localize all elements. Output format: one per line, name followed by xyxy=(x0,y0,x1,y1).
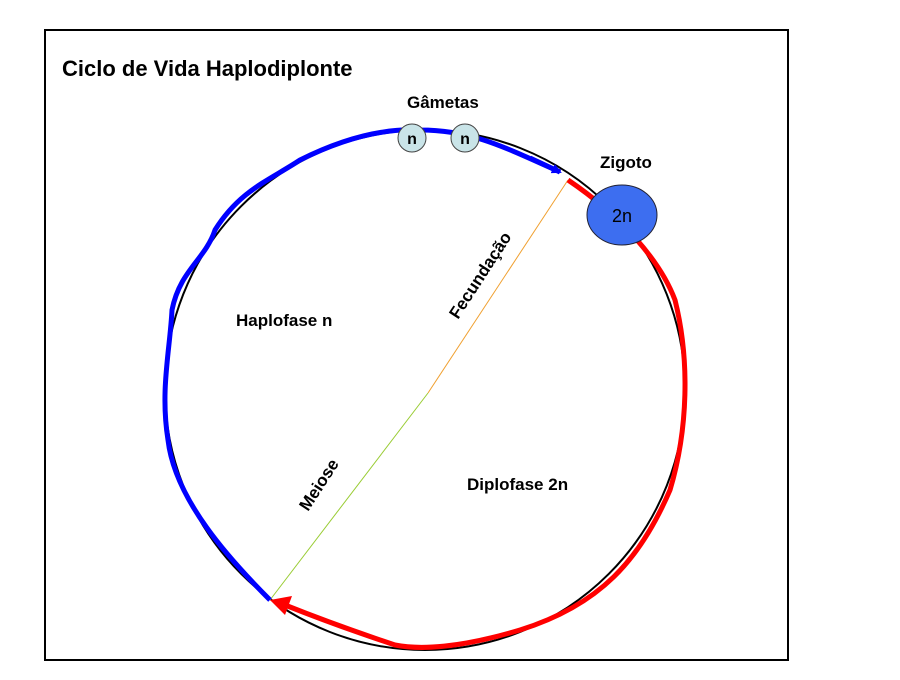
haplophase-label: Haplofase n xyxy=(236,311,332,330)
gamete-1-label: n xyxy=(407,131,417,148)
diplophase-label: Diplofase 2n xyxy=(467,475,568,494)
haplophase-arc xyxy=(162,127,562,602)
gamete-2: n xyxy=(450,123,480,153)
gamete-1: n xyxy=(397,123,427,153)
frame xyxy=(44,29,789,661)
diplophase-arc xyxy=(284,177,688,650)
fertilization-line xyxy=(427,179,569,394)
meiosis-arrowhead xyxy=(270,596,292,615)
title: Ciclo de Vida Haplodiplonte xyxy=(62,56,353,81)
gamete-2-label: n xyxy=(460,131,470,148)
fertilization-arrow xyxy=(528,155,562,175)
meiosis-line xyxy=(269,392,429,601)
meiosis-label: Meiose xyxy=(295,455,342,514)
gametes-label: Gâmetas xyxy=(407,93,479,112)
zygote: 2n xyxy=(586,184,658,246)
zygote-label: Zigoto xyxy=(600,153,652,172)
zygote-ploidy: 2n xyxy=(612,206,632,226)
